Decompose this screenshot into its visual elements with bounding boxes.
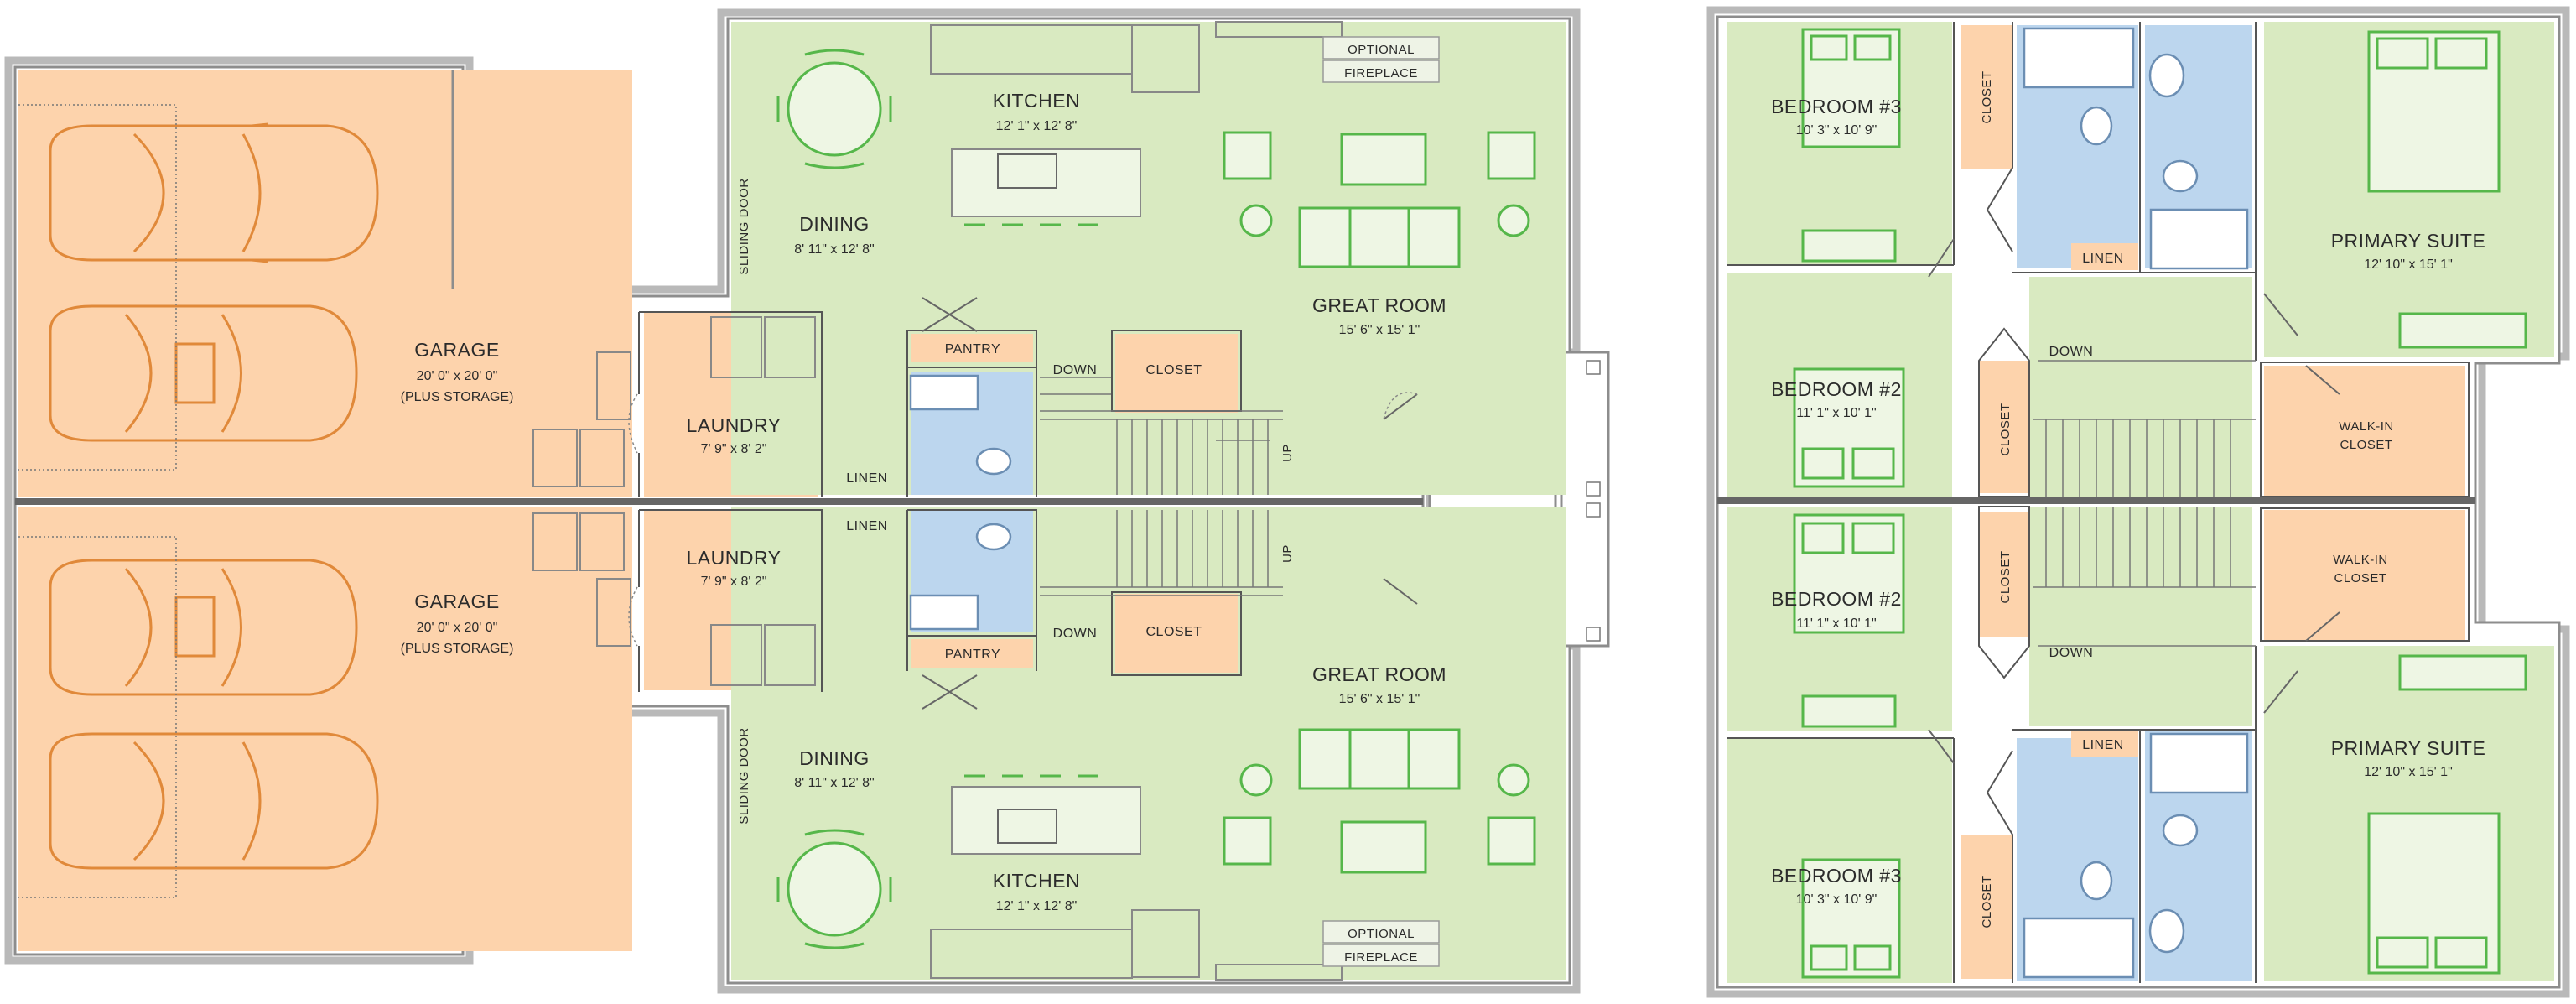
primary-b-name: PRIMARY SUITE xyxy=(2331,737,2486,759)
pantry-a-label: PANTRY xyxy=(945,342,1000,356)
garage-b-name: GARAGE xyxy=(414,590,499,612)
closet-b-label: CLOSET xyxy=(1145,625,1202,639)
car-1 xyxy=(49,122,379,263)
great-room-a-dims: 15' 6" x 15' 1" xyxy=(1339,323,1420,337)
bed-bedroom2-a xyxy=(1793,367,1905,488)
closet-b-upper-2: CLOSET xyxy=(1980,875,1994,928)
bedroom2-b-name: BEDROOM #2 xyxy=(1771,588,1902,610)
closet-a-upper-2: CLOSET xyxy=(1998,403,2012,455)
laundry-b-name: LAUNDRY xyxy=(687,547,782,569)
upper-unit-a xyxy=(1727,22,2554,497)
linen-b-label: LINEN xyxy=(846,519,888,533)
garage-a-dims: 20' 0" x 20' 0" xyxy=(417,369,498,383)
bedroom3-b-dims: 10' 3" x 10' 9" xyxy=(1796,892,1877,907)
laundry-a-name: LAUNDRY xyxy=(687,414,782,436)
up-b-label: UP xyxy=(1280,544,1295,563)
closet-b-upper-1: CLOSET xyxy=(1998,550,2012,603)
primary-b-dims: 12' 10" x 15' 1" xyxy=(2364,765,2453,779)
closet-a-label: CLOSET xyxy=(1145,363,1202,377)
bedroom2-a-name: BEDROOM #2 xyxy=(1771,378,1902,400)
labels-upper-unit-a: BEDROOM #3 10' 3" x 10' 9" BEDROOM #2 11… xyxy=(1771,70,2485,455)
dining-b-name: DINING xyxy=(799,747,870,769)
main-unit-b xyxy=(18,507,1566,981)
garage-b-note: (PLUS STORAGE) xyxy=(401,642,514,656)
closet-a-upper-1: CLOSET xyxy=(1980,70,1994,123)
dining-b-dims: 8' 11" x 12' 8" xyxy=(794,776,874,790)
linen-a-upper: LINEN xyxy=(2082,252,2124,266)
car-2 xyxy=(49,304,358,442)
fireplace-b-line1: OPTIONAL xyxy=(1348,927,1415,941)
pantry-b-label: PANTRY xyxy=(945,648,1000,662)
bed-bedroom2-b xyxy=(1793,513,1905,634)
living-furniture-a xyxy=(1215,21,1536,268)
living-furniture-b xyxy=(1215,728,1536,981)
great-room-b-name: GREAT ROOM xyxy=(1312,663,1446,685)
up-a-label: UP xyxy=(1280,444,1295,462)
linen-b-upper: LINEN xyxy=(2082,738,2124,752)
great-room-b-dims: 15' 6" x 15' 1" xyxy=(1339,692,1420,706)
garage-a-note: (PLUS STORAGE) xyxy=(401,390,514,404)
main-unit-a xyxy=(18,21,1566,497)
fireplace-b-line2: FIREPLACE xyxy=(1344,950,1418,965)
sliding-door-b-label: SLIDING DOOR xyxy=(737,727,751,824)
bedroom3-a-name: BEDROOM #3 xyxy=(1771,96,1902,117)
bed-primary-a xyxy=(2367,30,2501,193)
dining-a-dims: 8' 11" x 12' 8" xyxy=(794,242,874,257)
primary-a-name: PRIMARY SUITE xyxy=(2331,230,2486,252)
kitchen-a-name: KITCHEN xyxy=(993,90,1080,112)
kitchen-b-name: KITCHEN xyxy=(993,870,1080,892)
bed-bedroom3-a xyxy=(1801,28,1901,148)
stairs-b xyxy=(1040,510,1283,596)
fireplace-a-line1: OPTIONAL xyxy=(1348,43,1415,57)
walkin-b-line2: CLOSET xyxy=(2334,571,2386,585)
walkin-a xyxy=(2264,366,2465,497)
walkin-a-line1: WALK-IN xyxy=(2339,419,2393,434)
down-a-upper: DOWN xyxy=(2049,345,2094,359)
upper-unit-b xyxy=(1727,506,2554,983)
kitchen-b-dims: 12' 1" x 12' 8" xyxy=(996,899,1078,913)
great-room-a-name: GREAT ROOM xyxy=(1312,294,1446,316)
kitchen-b xyxy=(930,774,1200,979)
laundry-a-dims: 7' 9" x 8' 2" xyxy=(701,442,767,456)
bed-primary-b xyxy=(2367,812,2501,975)
stairs-upper-a xyxy=(2033,360,2256,497)
walkin-a-line2: CLOSET xyxy=(2340,438,2392,452)
walkin-b-line1: WALK-IN xyxy=(2333,553,2387,567)
down-a-label: DOWN xyxy=(1053,363,1098,377)
down-b-label: DOWN xyxy=(1053,627,1098,641)
garage-b-dims: 20' 0" x 20' 0" xyxy=(417,621,498,635)
laundry-b-dims: 7' 9" x 8' 2" xyxy=(701,575,767,589)
kitchen-a xyxy=(930,24,1200,226)
kitchen-a-dims: 12' 1" x 12' 8" xyxy=(996,119,1078,133)
stairs-a xyxy=(1040,377,1283,495)
linen-a-label: LINEN xyxy=(846,471,888,486)
labels-main-unit-a: GARAGE 20' 0" x 20' 0" (PLUS STORAGE) LA… xyxy=(401,36,1446,486)
bed-bedroom3-b xyxy=(1801,858,1901,979)
bedroom2-b-dims: 11' 1" x 10' 1" xyxy=(1796,616,1876,631)
down-b-upper: DOWN xyxy=(2049,646,2094,660)
walkin-b xyxy=(2264,510,2465,641)
bedroom3-b-name: BEDROOM #3 xyxy=(1771,865,1902,887)
dining-table-b xyxy=(776,829,892,949)
dining-table-a xyxy=(776,49,892,169)
bedroom2-a-dims: 11' 1" x 10' 1" xyxy=(1796,406,1876,420)
bedroom3-a-dims: 10' 3" x 10' 9" xyxy=(1796,123,1877,138)
fireplace-a-line2: FIREPLACE xyxy=(1344,66,1418,81)
garage-a-name: GARAGE xyxy=(414,339,499,361)
stairs-upper-b xyxy=(2033,507,2256,647)
car-4 xyxy=(49,732,379,870)
labels-main-unit-b: GARAGE 20' 0" x 20' 0" (PLUS STORAGE) LA… xyxy=(401,519,1446,967)
labels-upper-unit-b: BEDROOM #2 11' 1" x 10' 1" BEDROOM #3 10… xyxy=(1771,550,2485,928)
primary-a-dims: 12' 10" x 15' 1" xyxy=(2364,258,2453,272)
sliding-door-a-label: SLIDING DOOR xyxy=(737,178,751,274)
dining-a-name: DINING xyxy=(799,213,870,235)
